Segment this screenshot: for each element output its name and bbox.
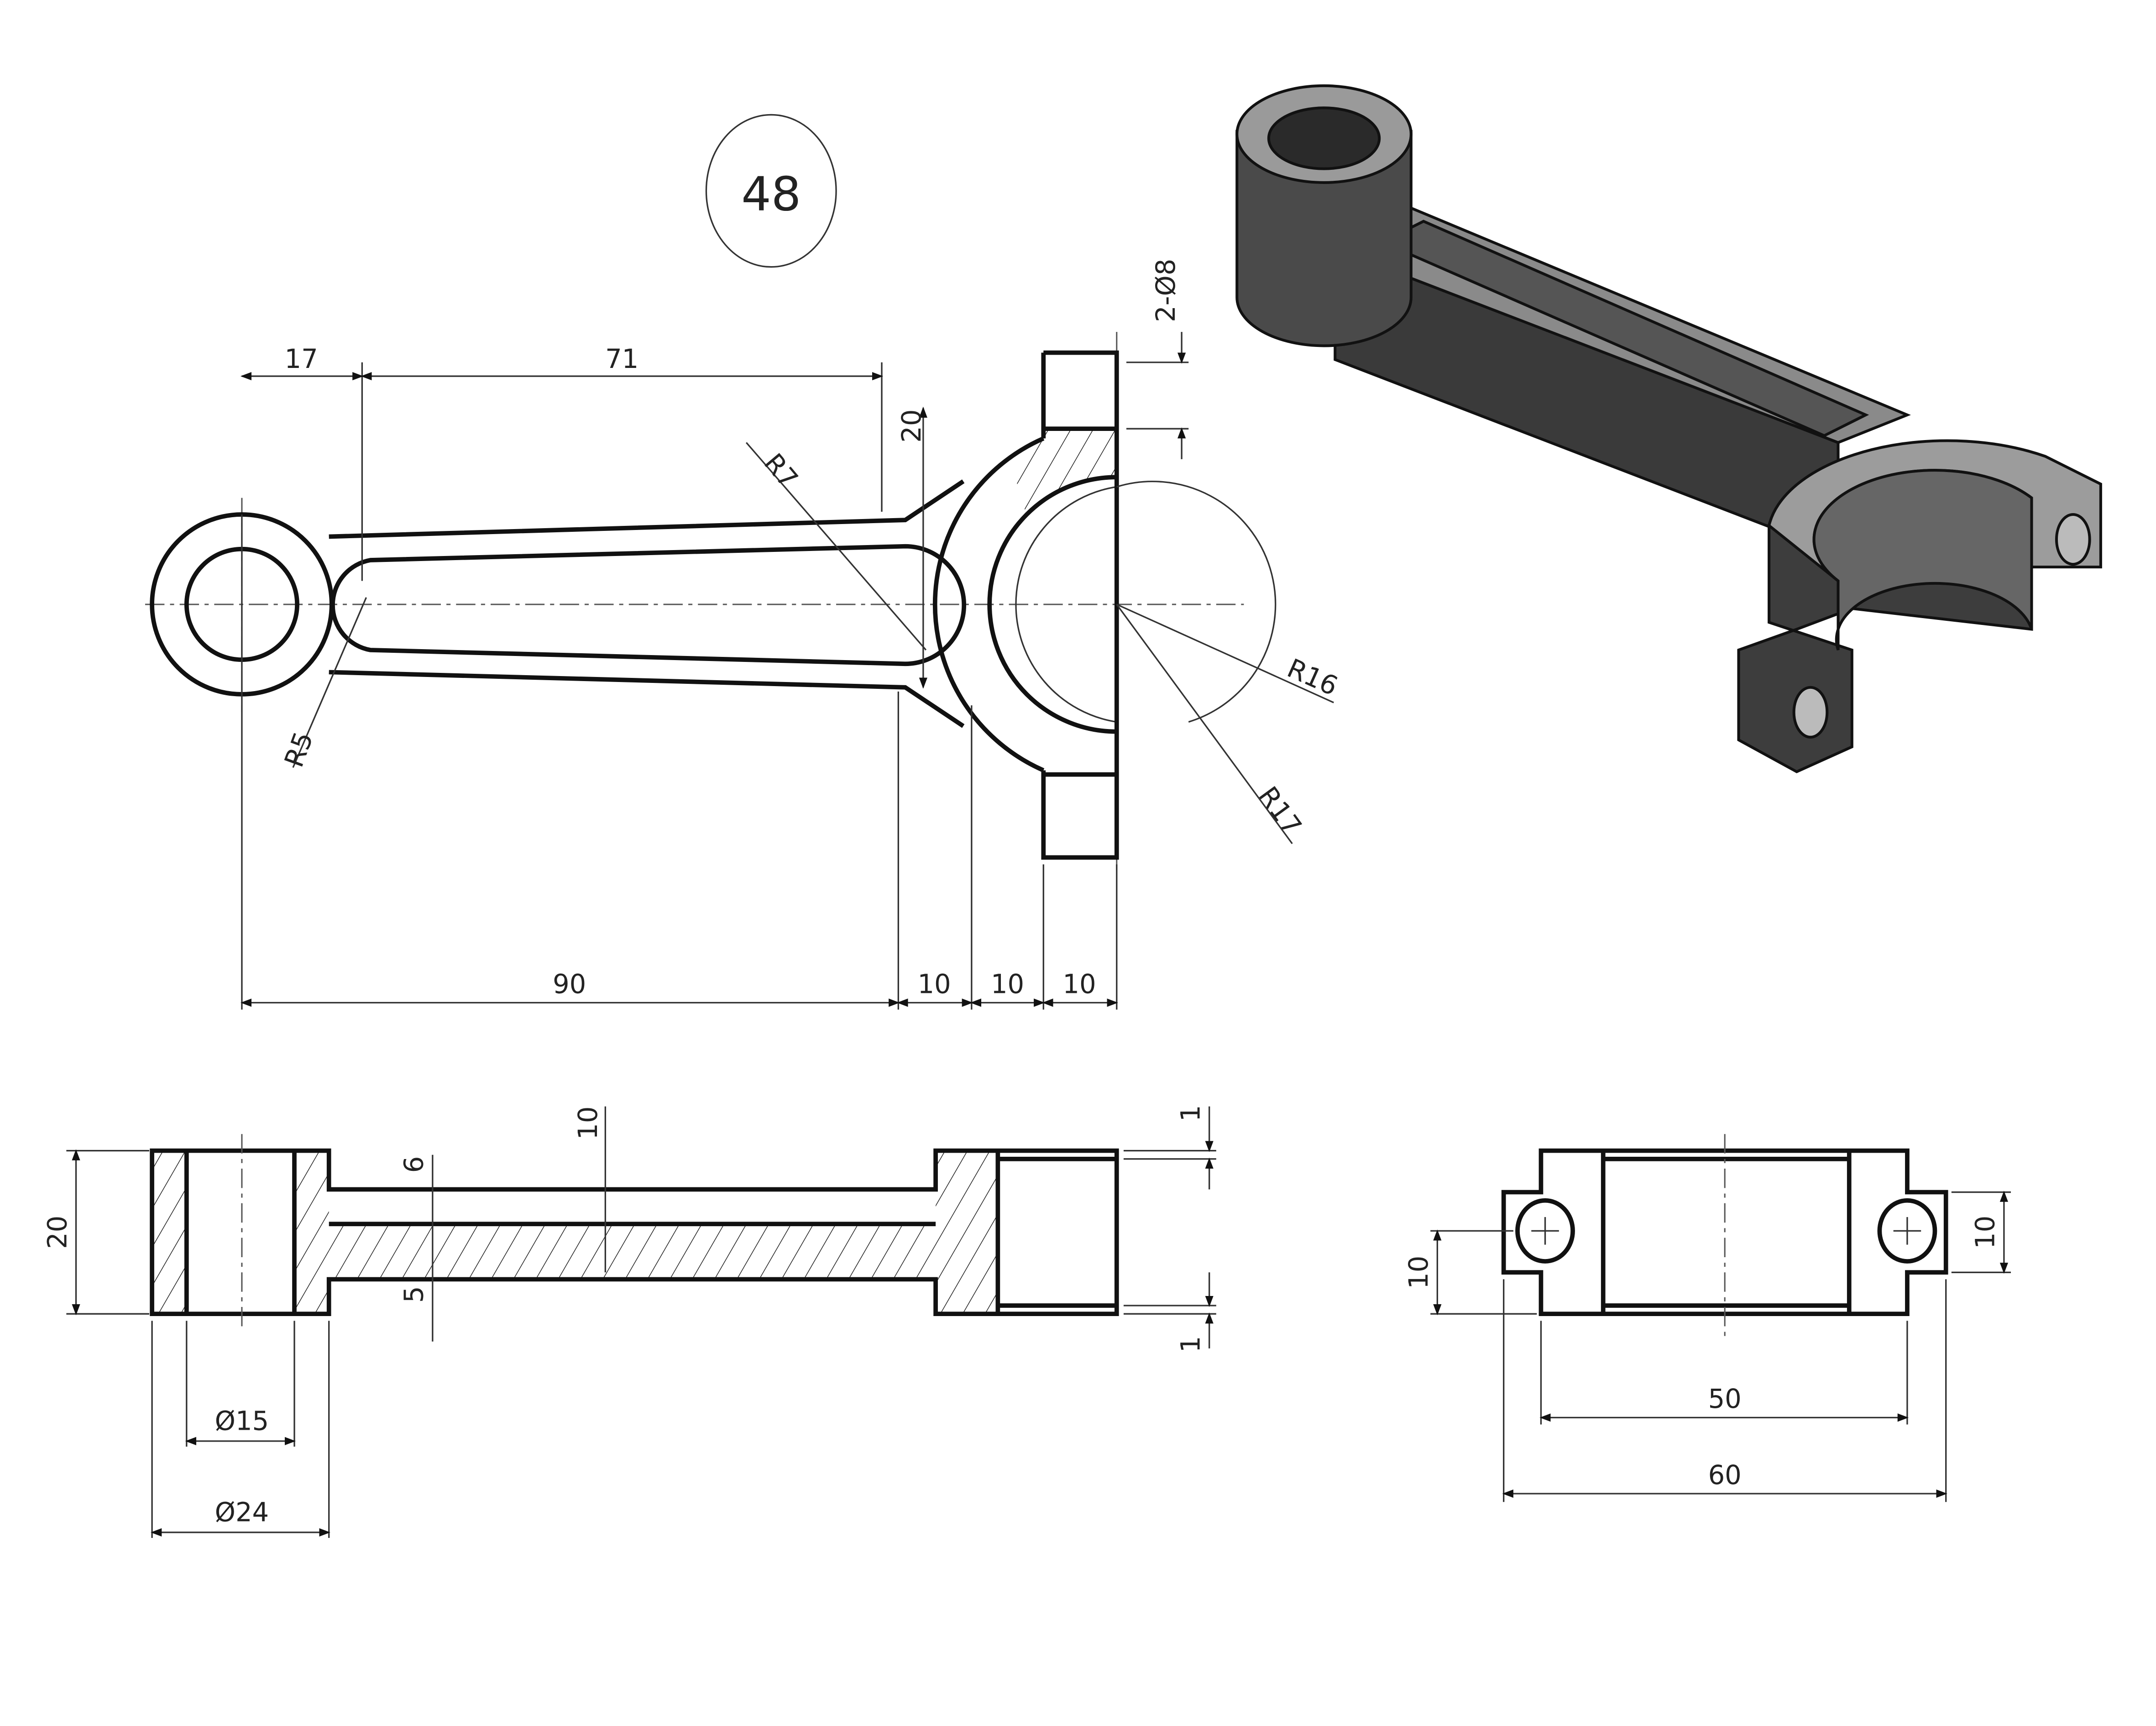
dim-90: 90 <box>553 969 586 999</box>
dim-bore-d15: Ø15 <box>215 1406 269 1437</box>
top-view: 17 71 90 10 10 10 20 2-Ø8 R7 R5 R16 R17 <box>145 259 1342 1010</box>
dim-2-holes-d8: 2-Ø8 <box>1151 259 1181 322</box>
dim-10-c: 10 <box>1062 969 1096 999</box>
dim-10-left: 10 <box>1403 1256 1434 1289</box>
drawing-number-badge: 48 <box>705 114 837 268</box>
dim-6: 6 <box>399 1156 429 1173</box>
dim-10-a: 10 <box>917 969 951 999</box>
radius-r5: R5 <box>278 728 319 771</box>
front-section-view: 20 Ø15 Ø24 6 5 10 1 1 <box>42 1105 1216 1538</box>
side-view: 50 60 10 10 <box>1403 1134 2011 1502</box>
dim-1-top: 1 <box>1175 1105 1206 1122</box>
dim-10: 10 <box>573 1106 603 1139</box>
radius-r16: R16 <box>1283 653 1343 702</box>
dim-50: 50 <box>1708 1384 1742 1414</box>
isometric-view <box>1235 84 2102 773</box>
dim-1-bottom: 1 <box>1175 1336 1206 1353</box>
dim-boss-d24: Ø24 <box>215 1497 269 1528</box>
dim-71: 71 <box>605 344 638 374</box>
radius-r7: R7 <box>758 448 804 494</box>
dim-20: 20 <box>896 409 927 443</box>
radius-r17: R17 <box>1252 781 1308 841</box>
dim-10-right: 10 <box>1970 1216 2001 1249</box>
dim-60: 60 <box>1708 1460 1742 1490</box>
dim-17: 17 <box>285 344 318 374</box>
drawing-number: 48 <box>741 167 801 221</box>
dim-10-b: 10 <box>991 969 1024 999</box>
dim-5: 5 <box>399 1286 429 1303</box>
dim-height-20: 20 <box>42 1216 73 1249</box>
